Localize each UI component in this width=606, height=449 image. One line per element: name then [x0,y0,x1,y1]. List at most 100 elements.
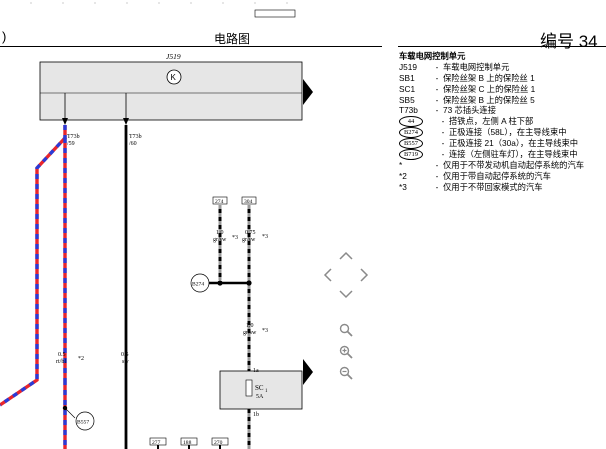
legend-item: B719 -连接（左侧驻车灯），在主导线束中 [399,149,604,161]
chevron-down-icon [339,289,353,298]
diagram-number: 编号 34 [540,32,598,51]
chevron-up-icon [339,251,353,260]
legend-dash: - [435,159,439,170]
wire-right-color: sw [122,359,129,365]
legend-code: * [399,159,403,170]
b274-connector [190,273,210,293]
fuse-rating: 5A [256,394,264,400]
legend-desc: 仅用于带自动起停系统的汽车 [443,170,551,181]
legend-desc: 保险丝架 C 上的保险丝 1 [443,83,536,94]
legend-desc: 正极连接 21（30a），在主导线束中 [449,138,579,149]
legend-code: *2 [399,170,407,181]
legend-dash: - [435,72,439,83]
legend-item: * -仅用于不带发动机自动起停系统的汽车 [399,160,604,171]
legend-code: SB5 [399,94,415,105]
legend-dash: - [435,83,439,94]
pan-left-button[interactable] [320,266,334,284]
wire-left-note: *2 [78,356,84,362]
zoom-in-icon [339,345,353,359]
header-paren: ) [2,29,7,44]
zoom-in-button[interactable] [337,343,355,361]
legend-desc: 车载电网控制单元 [443,61,510,72]
continuation-arrow-top [303,79,313,105]
pan-right-button[interactable] [357,266,371,284]
chevron-left-icon [323,268,332,282]
legend-desc: 连接（左侧驻车灯），在主导线束中 [449,149,578,160]
legend-item: *2 -仅用于带自动起停系统的汽车 [399,171,604,182]
fuse-pin-1b: 1b [253,412,259,418]
legend-item: B274 -正极连接（58L），在主导线束中 [399,127,604,139]
wire-c-color: gr/sw [243,330,257,336]
legend-code: SB1 [399,72,415,83]
zoom-out-icon [339,366,353,380]
page-title: 电路图 [214,32,251,46]
legend-code: J519 [399,61,417,72]
fuse-element [245,379,253,397]
legend-item: SC1-保险丝架 C 上的保险丝 1 [399,84,604,95]
legend-code: B557 [399,138,423,150]
legend-dash: - [435,181,439,192]
header-bar [0,29,606,47]
legend-desc: 正极连接（58L），在主导线束中 [449,127,567,138]
continuation-arrow-bottom [303,359,313,385]
zoom-fit-button[interactable] [337,321,355,339]
legend-desc: 保险丝架 B 上的保险丝 5 [443,94,535,105]
b557-label: B557 [77,420,89,426]
zoom-out-button[interactable] [337,364,355,382]
unit-label: J519 [166,52,181,61]
legend-item: SB1 -保险丝架 B 上的保险丝 1 [399,73,604,84]
legend-title: 车载电网控制单元 [399,51,466,61]
legend-item: *3-仅用于不带回家模式的汽车 [399,182,604,193]
legend-desc: 搭铁点，左侧 A 柱下部 [449,116,534,127]
term-274: 274 [215,199,224,205]
b274-label: B274 [192,282,204,288]
pin-left-conn: T73b [67,134,80,140]
legend-code: T73b [399,105,418,116]
pin-right-conn: T73b [129,134,142,140]
legend-code: B719 [399,149,423,161]
pin-left-num: /59 [67,141,75,147]
wire-right-size: 0.5 [121,352,129,358]
legend-item: B557 -正极连接 21（30a），在主导线束中 [399,138,604,150]
b557-connector [75,411,95,431]
legend-dash: - [435,170,439,181]
legend-dash: - [435,61,439,72]
wire-a-size: 1.0 [216,230,224,236]
legend-code: B274 [399,127,423,139]
pan-down-button[interactable] [337,287,355,301]
legend-desc: 仅用于不带发动机自动起停系统的汽车 [443,159,585,170]
wire-a-note: *3 [232,235,238,241]
legend-dash: - [441,149,445,160]
chevron-right-icon [359,268,368,282]
legend-item: 44-搭铁点，左侧 A 柱下部 [399,116,604,128]
legend-dash: - [435,94,439,105]
fuse-box [219,370,303,410]
wire-c-note: *3 [262,328,268,334]
bottom-term-277: 277 [152,440,161,446]
legend-dash: - [435,105,439,116]
legend-dash: - [441,127,445,138]
unit-symbol [166,69,182,85]
legend-code: *3 [399,181,407,192]
wire-a-color: gr/sw [213,237,227,243]
pin-right-num: /60 [129,141,137,147]
term-304: 304 [244,199,253,205]
legend-item: J519 -车载电网控制单元 [399,62,604,73]
legend-dash: - [441,116,445,127]
legend-desc: 保险丝架 B 上的保险丝 1 [443,72,535,83]
legend-dash: - [441,138,445,149]
bottom-term-188: 188 [183,440,192,446]
wire-left-rtbl [0,125,67,449]
wire-b-size: 0.75 [245,230,256,236]
wire-b-note: *3 [262,234,268,240]
wire-left-color: rt/bl [56,359,66,365]
wire-left-size: 0.5 [58,352,66,358]
wire-c-size: 1.0 [246,323,254,329]
legend-item: SB5 -保险丝架 B 上的保险丝 5 [399,95,604,106]
top-fragment [30,2,300,18]
fuse-pin-1a: 1a [253,368,259,374]
pan-up-button[interactable] [337,248,355,262]
header-rule-left [0,46,382,47]
